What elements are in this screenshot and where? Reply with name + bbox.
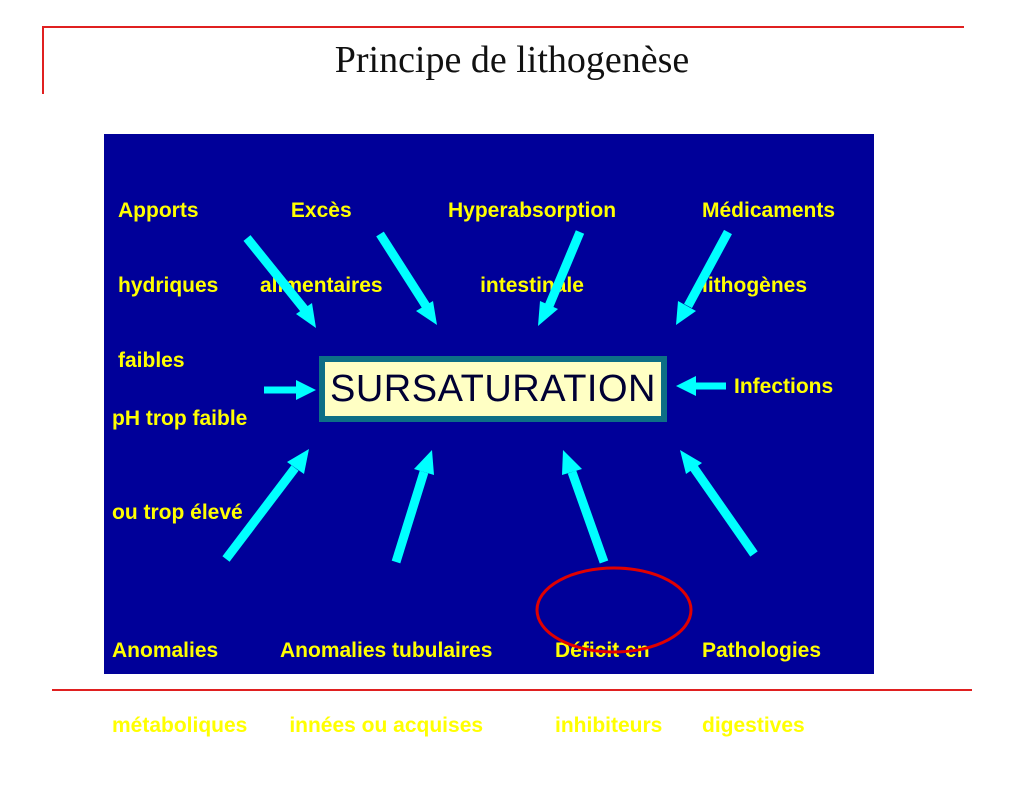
factor-label-line: pH trop faible	[112, 407, 248, 430]
factor-label-line: Hyperabsorption	[448, 199, 617, 222]
factor-label-line: lithogènes	[702, 274, 808, 297]
factor-label-line: Médicaments	[702, 199, 836, 222]
factor-label-line: digestives	[702, 714, 805, 737]
factor-label-line: Pathologies	[702, 639, 822, 662]
factor-label-line: Anomalies	[112, 639, 219, 662]
factor-label-line: faibles	[118, 349, 185, 372]
top-rule	[42, 26, 964, 28]
arrow-apports	[243, 235, 316, 328]
center-box: SURSATURATION	[319, 356, 667, 422]
arrow-deficit-inhibiteurs	[562, 450, 609, 564]
factor-label-line: ou trop élevé	[112, 501, 243, 524]
factor-apports-hydriques: Apports hydriques faibles	[118, 148, 218, 423]
factor-pathologies-digestives: Pathologies digestives	[702, 588, 821, 788]
factor-anomalies-tubulaires: Anomalies tubulaires innées ou acquises	[280, 588, 492, 788]
factor-label-line: hydriques	[118, 274, 219, 297]
bottom-rule	[52, 689, 972, 691]
center-label: SURSATURATION	[325, 362, 661, 416]
arrow-exces	[376, 231, 437, 325]
arrow-pathologies	[680, 450, 758, 557]
factor-medicaments: Médicaments lithogènes	[702, 148, 835, 348]
factor-ph: pH trop faible ou trop élevé	[112, 356, 247, 575]
factor-infections: Infections	[734, 375, 834, 398]
factor-label-line: innées ou acquises	[289, 714, 484, 737]
slide-title: Principe de lithogenèse	[334, 39, 690, 81]
diagram-panel: Apports hydriques faibles Excès alimenta…	[104, 134, 874, 737]
factor-label-line: métaboliques	[112, 714, 248, 737]
arrow-anomalies-tubulaires	[391, 450, 434, 564]
highlight-circle	[535, 566, 693, 654]
factor-label-line: Anomalies tubulaires	[280, 639, 493, 662]
arrow-infections	[676, 376, 726, 396]
factor-label-line: Apports	[118, 199, 199, 222]
arrow-medicaments	[676, 229, 732, 325]
factor-label-line: inhibiteurs	[555, 714, 663, 737]
factor-label-line: Excès	[290, 199, 352, 222]
arrows-layer	[222, 229, 758, 654]
arrow-hyperabsorption	[538, 230, 585, 326]
arrow-ph	[264, 380, 316, 400]
arrow-anomalies-metaboliques	[222, 449, 309, 562]
factor-anomalies-metaboliques: Anomalies métaboliques	[112, 588, 247, 788]
left-rule	[42, 26, 44, 94]
